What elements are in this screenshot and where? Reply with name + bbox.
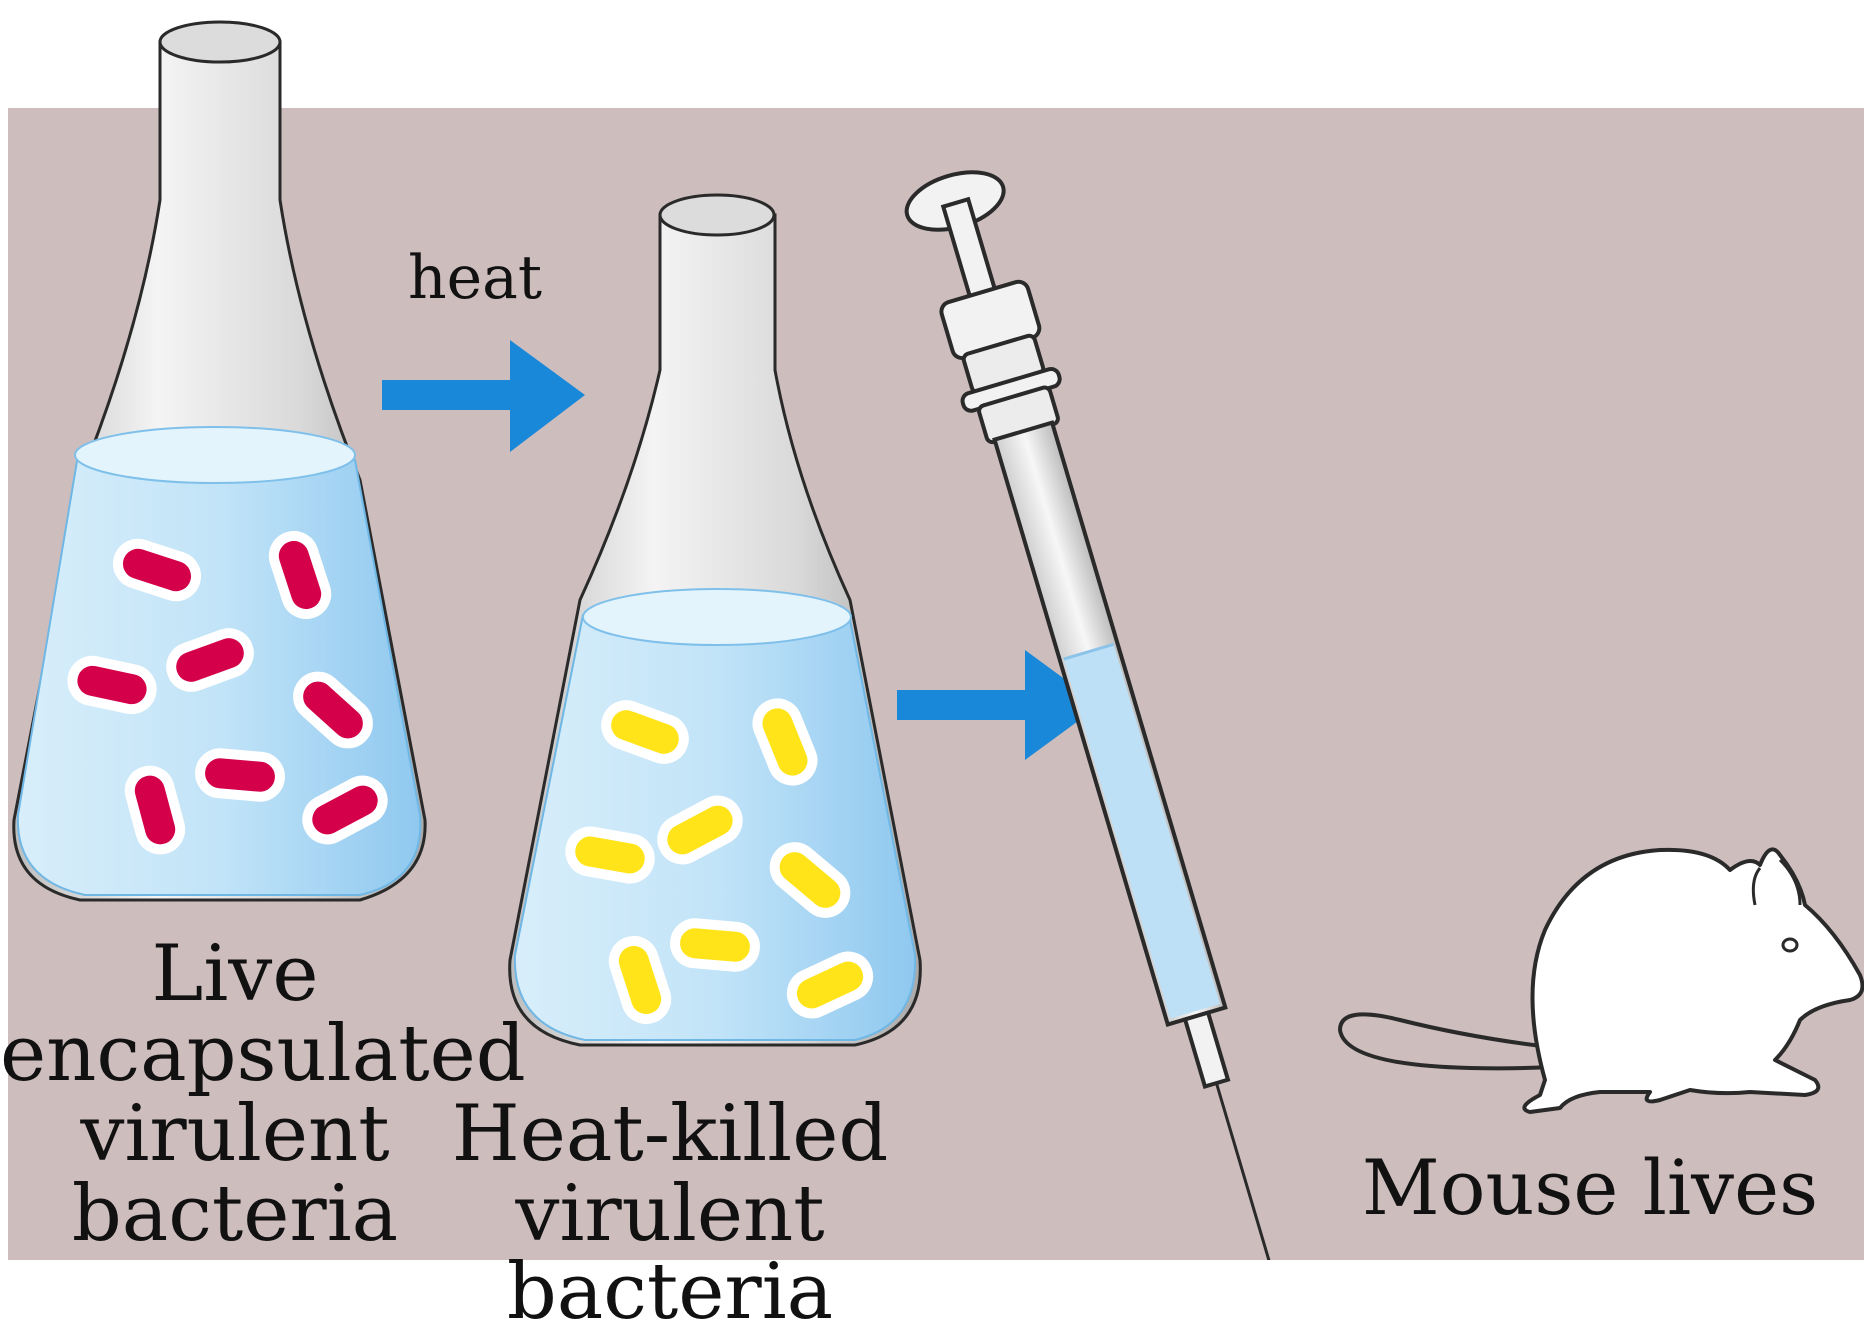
label-line: encapsulated bbox=[0, 1015, 470, 1095]
label-heat-killed-bacteria: Heat-killed virulent bacteria bbox=[390, 1095, 950, 1255]
label-line: virulent bacteria bbox=[390, 1175, 950, 1255]
label-line: Heat-killed bbox=[390, 1095, 950, 1175]
diagram-stage: heat Live encapsulated virulent bacteria… bbox=[0, 0, 1864, 1260]
label-mouse-outcome: Mouse lives bbox=[1340, 1150, 1840, 1226]
arrow-label-heat: heat bbox=[390, 248, 560, 308]
label-line: Live bbox=[0, 935, 470, 1015]
